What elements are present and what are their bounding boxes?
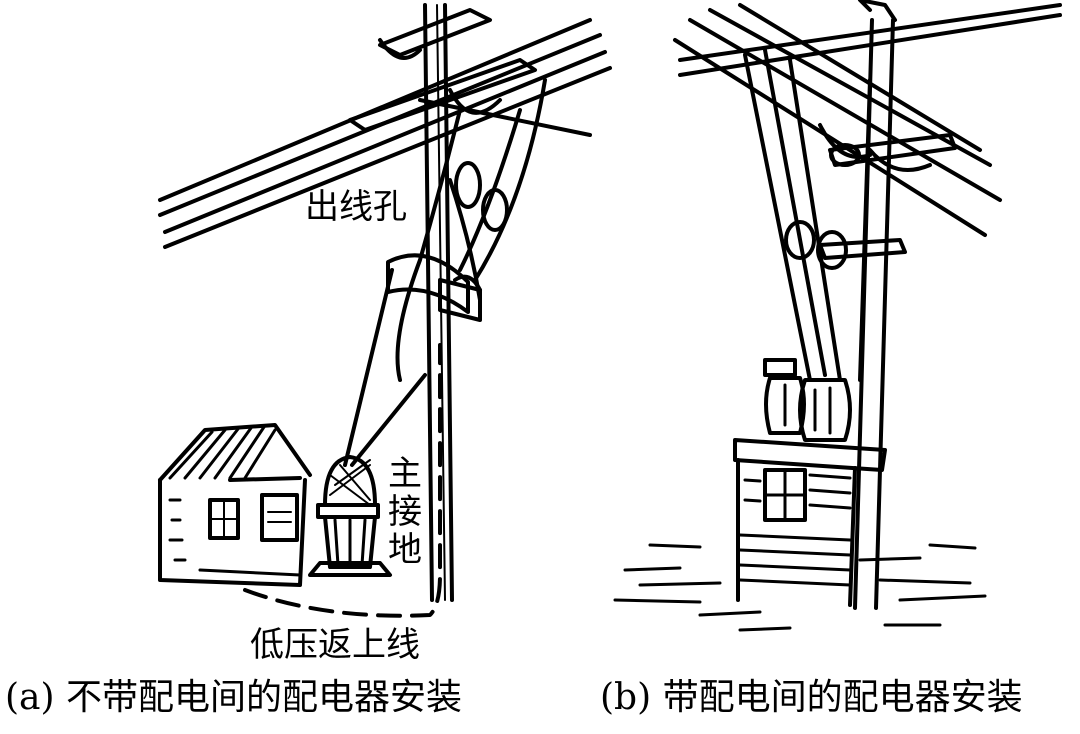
- label-main-ground-char-3: 地: [388, 530, 422, 570]
- panel-a-pole-fitting: [386, 253, 482, 322]
- panel-a-house: [158, 423, 312, 587]
- panel-b-building: [733, 438, 887, 607]
- panel-b-crossarm: [818, 123, 957, 172]
- panel-a-return-line: [243, 343, 442, 618]
- label-outlet-hole: 出线孔: [305, 187, 407, 227]
- panel-b-drop-leads: [743, 48, 907, 382]
- label-main-ground-char-2: 接: [388, 492, 422, 532]
- panel-b-ground: [613, 543, 987, 632]
- caption-b: (b) 带配电间的配电器安装: [600, 677, 1023, 718]
- label-main-ground: 主 接 地: [388, 455, 422, 569]
- panel-a-drop-leads: [395, 78, 547, 382]
- panel-b-drawing: [613, 0, 1062, 632]
- panel-a-drawing: [158, 3, 612, 618]
- label-low-voltage-return: 低压返上线: [250, 625, 420, 665]
- panel-a-crossarm: [348, 8, 537, 132]
- label-main-ground-char-1: 主: [388, 454, 422, 494]
- panel-b-transformer: [763, 358, 852, 442]
- panel-a-transformer: [308, 455, 392, 577]
- caption-a: (a) 不带配电间的配电器安装: [5, 677, 462, 718]
- panel-a-leads-to-transformer: [343, 268, 427, 467]
